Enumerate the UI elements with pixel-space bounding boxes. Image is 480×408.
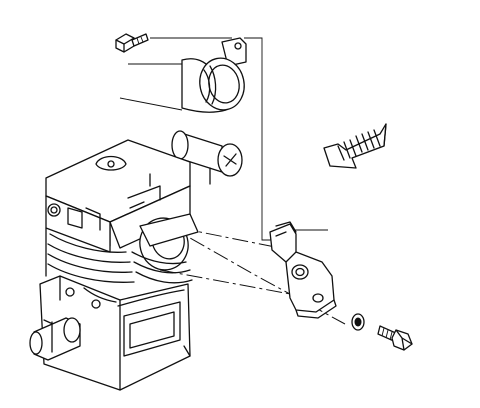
leader-lines (119, 37, 328, 241)
inlet-elbow (181, 37, 247, 113)
top-bolt (115, 33, 149, 53)
mounting-bracket (269, 221, 337, 319)
direction-arrow-icon (323, 123, 387, 169)
washer (351, 313, 365, 331)
lower-bolt (377, 325, 413, 351)
compressor-body (29, 139, 199, 391)
